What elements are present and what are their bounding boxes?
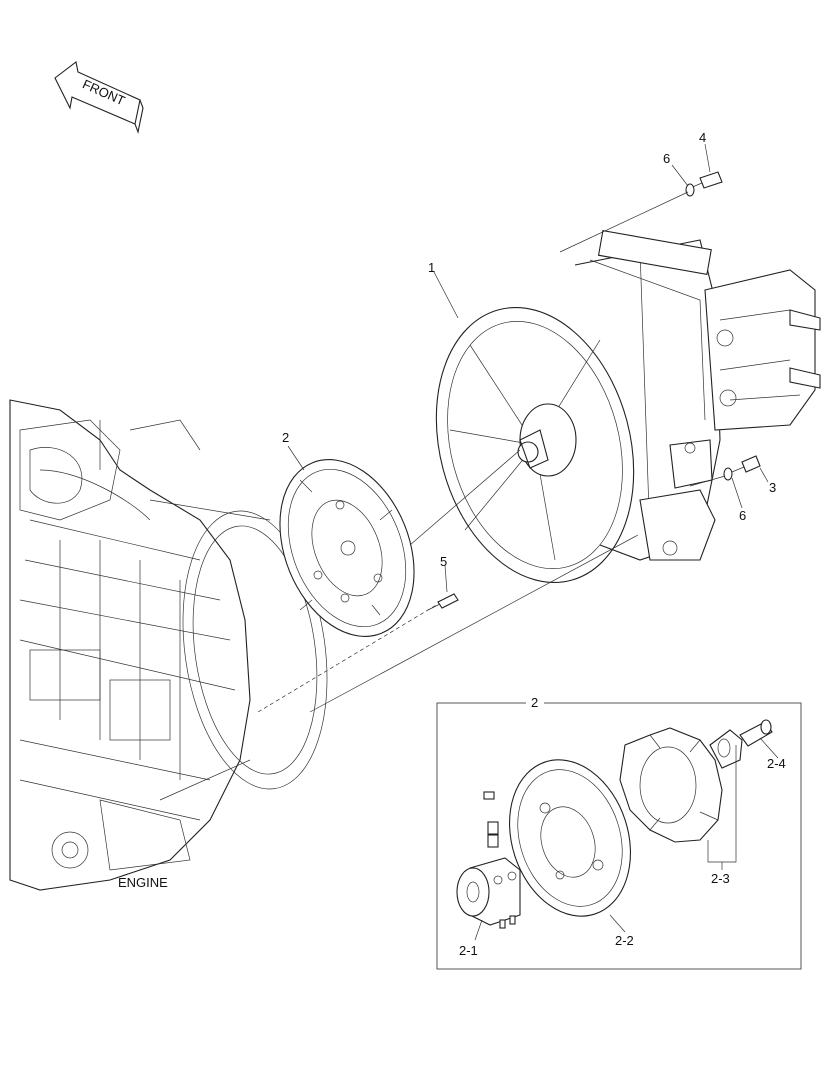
detail-box: 2 <box>436 694 802 970</box>
detail-callout-2-1: 2-1 <box>459 943 478 958</box>
callout-6-top: 6 <box>663 151 670 166</box>
engine-drawing <box>9 399 328 891</box>
coupling-disc <box>279 459 415 637</box>
callout-5: 5 <box>440 554 447 569</box>
callout-4: 4 <box>699 130 706 145</box>
callout-3: 3 <box>769 480 776 495</box>
bolt-3 <box>731 455 761 473</box>
bolt-4 <box>689 171 723 189</box>
hydraulic-pump <box>435 229 821 583</box>
detail-box-title: 2 <box>531 695 538 710</box>
callout-6-bottom: 6 <box>739 508 746 523</box>
detail-callout-2-4: 2-4 <box>767 756 786 771</box>
callout-2: 2 <box>282 430 289 445</box>
detail-callout-2-3: 2-3 <box>711 871 730 886</box>
assembly-lines <box>257 143 769 713</box>
hub-2-1 <box>456 791 521 929</box>
bolt-5 <box>427 593 459 611</box>
washer-6-bottom <box>723 467 733 481</box>
callout-1: 1 <box>428 260 435 275</box>
front-arrow: FRONT <box>54 61 144 134</box>
rubber-element-2-3 <box>619 727 723 843</box>
pin-2-4 <box>709 719 773 769</box>
washer-6-top <box>685 183 695 197</box>
disc-2-2 <box>509 759 631 917</box>
detail-callout-2-2: 2-2 <box>615 933 634 948</box>
engine-label: ENGINE <box>118 875 168 890</box>
